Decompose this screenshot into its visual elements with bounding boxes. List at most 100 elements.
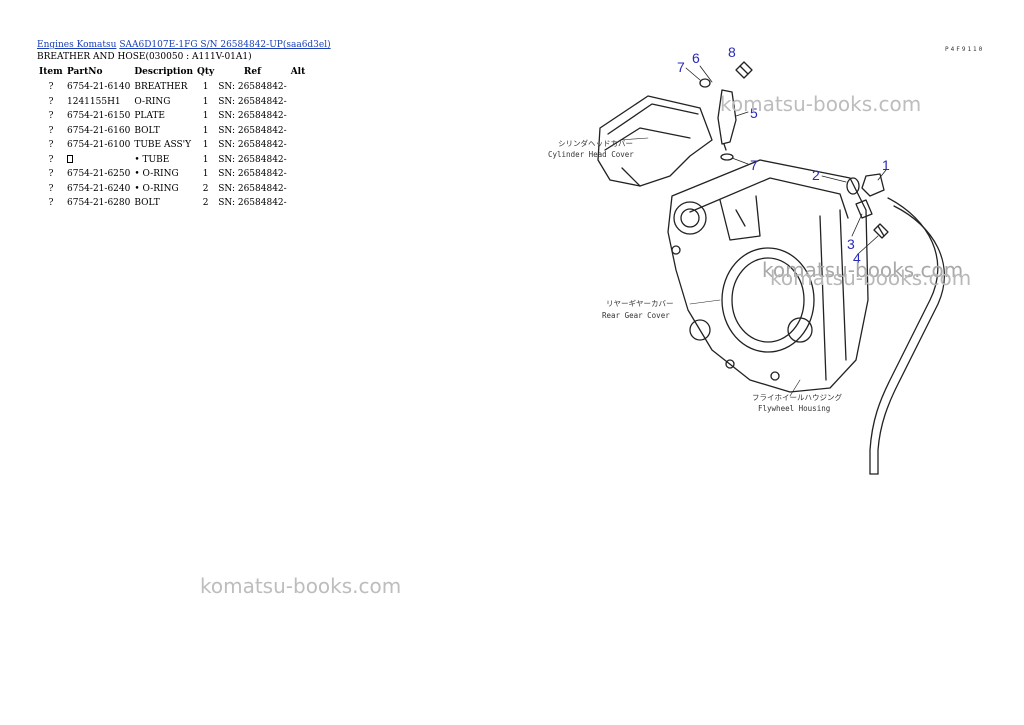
description-cell: BREATHER xyxy=(134,82,188,93)
ref-cell: SN: 26584842- xyxy=(218,96,287,107)
table-header-row: Item PartNo Description Qty Ref Alt xyxy=(37,64,313,80)
item-cell: ? xyxy=(48,96,54,107)
callout-7-bottom: 7 xyxy=(750,157,758,173)
qty-cell: 1 xyxy=(202,82,209,93)
qty-cell: 1 xyxy=(202,169,209,180)
col-ref: Ref xyxy=(243,67,261,77)
partno-cell xyxy=(65,153,132,168)
qty-cell: 1 xyxy=(202,125,209,136)
description-cell: • O-RING xyxy=(134,183,179,194)
partno-cell: 6754-21-6100 xyxy=(67,140,131,151)
flywheel-housing-shape xyxy=(667,159,869,393)
item-cell: ? xyxy=(48,111,54,122)
col-item: Item xyxy=(39,67,63,77)
table-row: ? 1241155H1 O-RING 1 SN: 26584842- xyxy=(37,95,313,110)
ref-cell: SN: 26584842- xyxy=(218,169,287,180)
table-row: ? 6754-21-6250• O-RING 1 SN: 26584842- xyxy=(37,167,313,182)
qty-cell: 2 xyxy=(202,183,209,194)
qty-cell: 2 xyxy=(202,198,209,209)
item-cell: ? xyxy=(48,154,54,165)
ref-cell: SN: 26584842- xyxy=(218,111,287,122)
col-alt: Alt xyxy=(290,67,306,77)
table-row: ? • TUBE 1 SN: 26584842- xyxy=(37,153,313,168)
parts-diagram: 1 2 3 4 5 6 7 8 7 シリンダヘッドカバー Cylinder He… xyxy=(548,44,945,475)
alt-cell xyxy=(289,153,313,168)
item-cell: ? xyxy=(48,198,54,209)
ref-cell: SN: 26584842- xyxy=(218,154,287,165)
col-description: Description xyxy=(134,67,193,77)
callout-6: 6 xyxy=(692,50,700,66)
qty-cell: 1 xyxy=(202,111,209,122)
qty-cell: 1 xyxy=(202,154,209,165)
item-cell: ? xyxy=(48,82,54,93)
item-cell: ? xyxy=(48,125,54,136)
description-cell: O-RING xyxy=(134,96,171,107)
partno-cell: 6754-21-6240 xyxy=(67,183,131,194)
item-cell: ? xyxy=(48,183,54,194)
breather-hose-shape xyxy=(869,197,939,475)
missing-glyph xyxy=(67,155,73,164)
ref-cell: SN: 26584842- xyxy=(218,82,287,93)
callout-8: 8 xyxy=(728,44,736,60)
alt-cell xyxy=(289,80,313,95)
breadcrumb-link-model[interactable]: SAA6D107E-1FG S/N 26584842-UP(saa6d3el) xyxy=(119,40,331,50)
item-cell: ? xyxy=(48,169,54,180)
cylinder-head-cover-shape xyxy=(597,95,713,187)
alt-cell xyxy=(289,95,313,110)
item-cell: ? xyxy=(48,140,54,151)
description-cell: PLATE xyxy=(134,111,165,122)
col-qty: Qty xyxy=(197,67,215,77)
watermark-middle: komatsu-books.com xyxy=(762,258,964,282)
watermark-middle-shadow: komatsu-books.com xyxy=(770,266,972,290)
ref-cell: SN: 26584842- xyxy=(218,183,287,194)
breadcrumb: Engines Komatsu SAA6D107E-1FG S/N 265848… xyxy=(37,40,331,50)
alt-cell xyxy=(289,196,313,211)
parts-table: Item PartNo Description Qty Ref Alt ? 675… xyxy=(37,64,313,211)
label-rear-gear-en: Rear Gear Cover xyxy=(602,311,670,320)
alt-cell xyxy=(289,138,313,153)
partno-cell: 1241155H1 xyxy=(67,96,121,107)
partno-cell: 6754-21-6150 xyxy=(67,111,131,122)
col-partno: PartNo xyxy=(67,67,103,77)
alt-cell xyxy=(289,167,313,182)
qty-cell: 1 xyxy=(202,140,209,151)
callout-4: 4 xyxy=(853,250,861,266)
label-flywheel-en: Flywheel Housing xyxy=(758,404,830,413)
partno-cell: 6754-21-6280 xyxy=(67,198,131,209)
ref-cell: SN: 26584842- xyxy=(218,198,287,209)
description-cell: TUBE ASS'Y xyxy=(134,140,192,151)
callout-2: 2 xyxy=(812,167,820,183)
callout-7-top: 7 xyxy=(677,59,685,75)
callout-5: 5 xyxy=(750,105,758,121)
alt-cell xyxy=(289,109,313,124)
label-cylinder-head-en: Cylinder Head Cover xyxy=(548,150,634,159)
description-cell: • O-RING xyxy=(134,169,179,180)
table-row: ? 6754-21-6240• O-RING 2 SN: 26584842- xyxy=(37,182,313,197)
description-cell: • TUBE xyxy=(134,154,170,165)
alt-cell xyxy=(289,182,313,197)
alt-cell xyxy=(289,124,313,139)
description-cell: BOLT xyxy=(134,125,160,136)
ref-cell: SN: 26584842- xyxy=(218,125,287,136)
partno-cell: 6754-21-6250 xyxy=(67,169,131,180)
watermark-bottom: komatsu-books.com xyxy=(200,574,402,598)
description-cell: BOLT xyxy=(134,198,160,209)
watermark-top: komatsu-books.com xyxy=(720,92,922,116)
breather-tube-shape xyxy=(717,89,737,145)
callout-1: 1 xyxy=(882,157,890,173)
partno-cell: 6754-21-6140 xyxy=(67,82,131,93)
page-subtitle: BREATHER AND HOSE(030050 : A111V-01A1) xyxy=(37,52,252,62)
callout-3: 3 xyxy=(847,236,855,252)
breadcrumb-link-engines[interactable]: Engines Komatsu xyxy=(37,40,117,50)
qty-cell: 1 xyxy=(202,96,209,107)
partno-cell: 6754-21-6160 xyxy=(67,125,131,136)
label-flywheel-jp: フライホイールハウジング xyxy=(752,392,842,402)
drawing-code: P4F9110 xyxy=(945,46,985,53)
label-rear-gear-jp: リヤーギヤーカバー xyxy=(606,299,674,308)
label-cylinder-head-jp: シリンダヘッドカバー xyxy=(558,138,633,148)
